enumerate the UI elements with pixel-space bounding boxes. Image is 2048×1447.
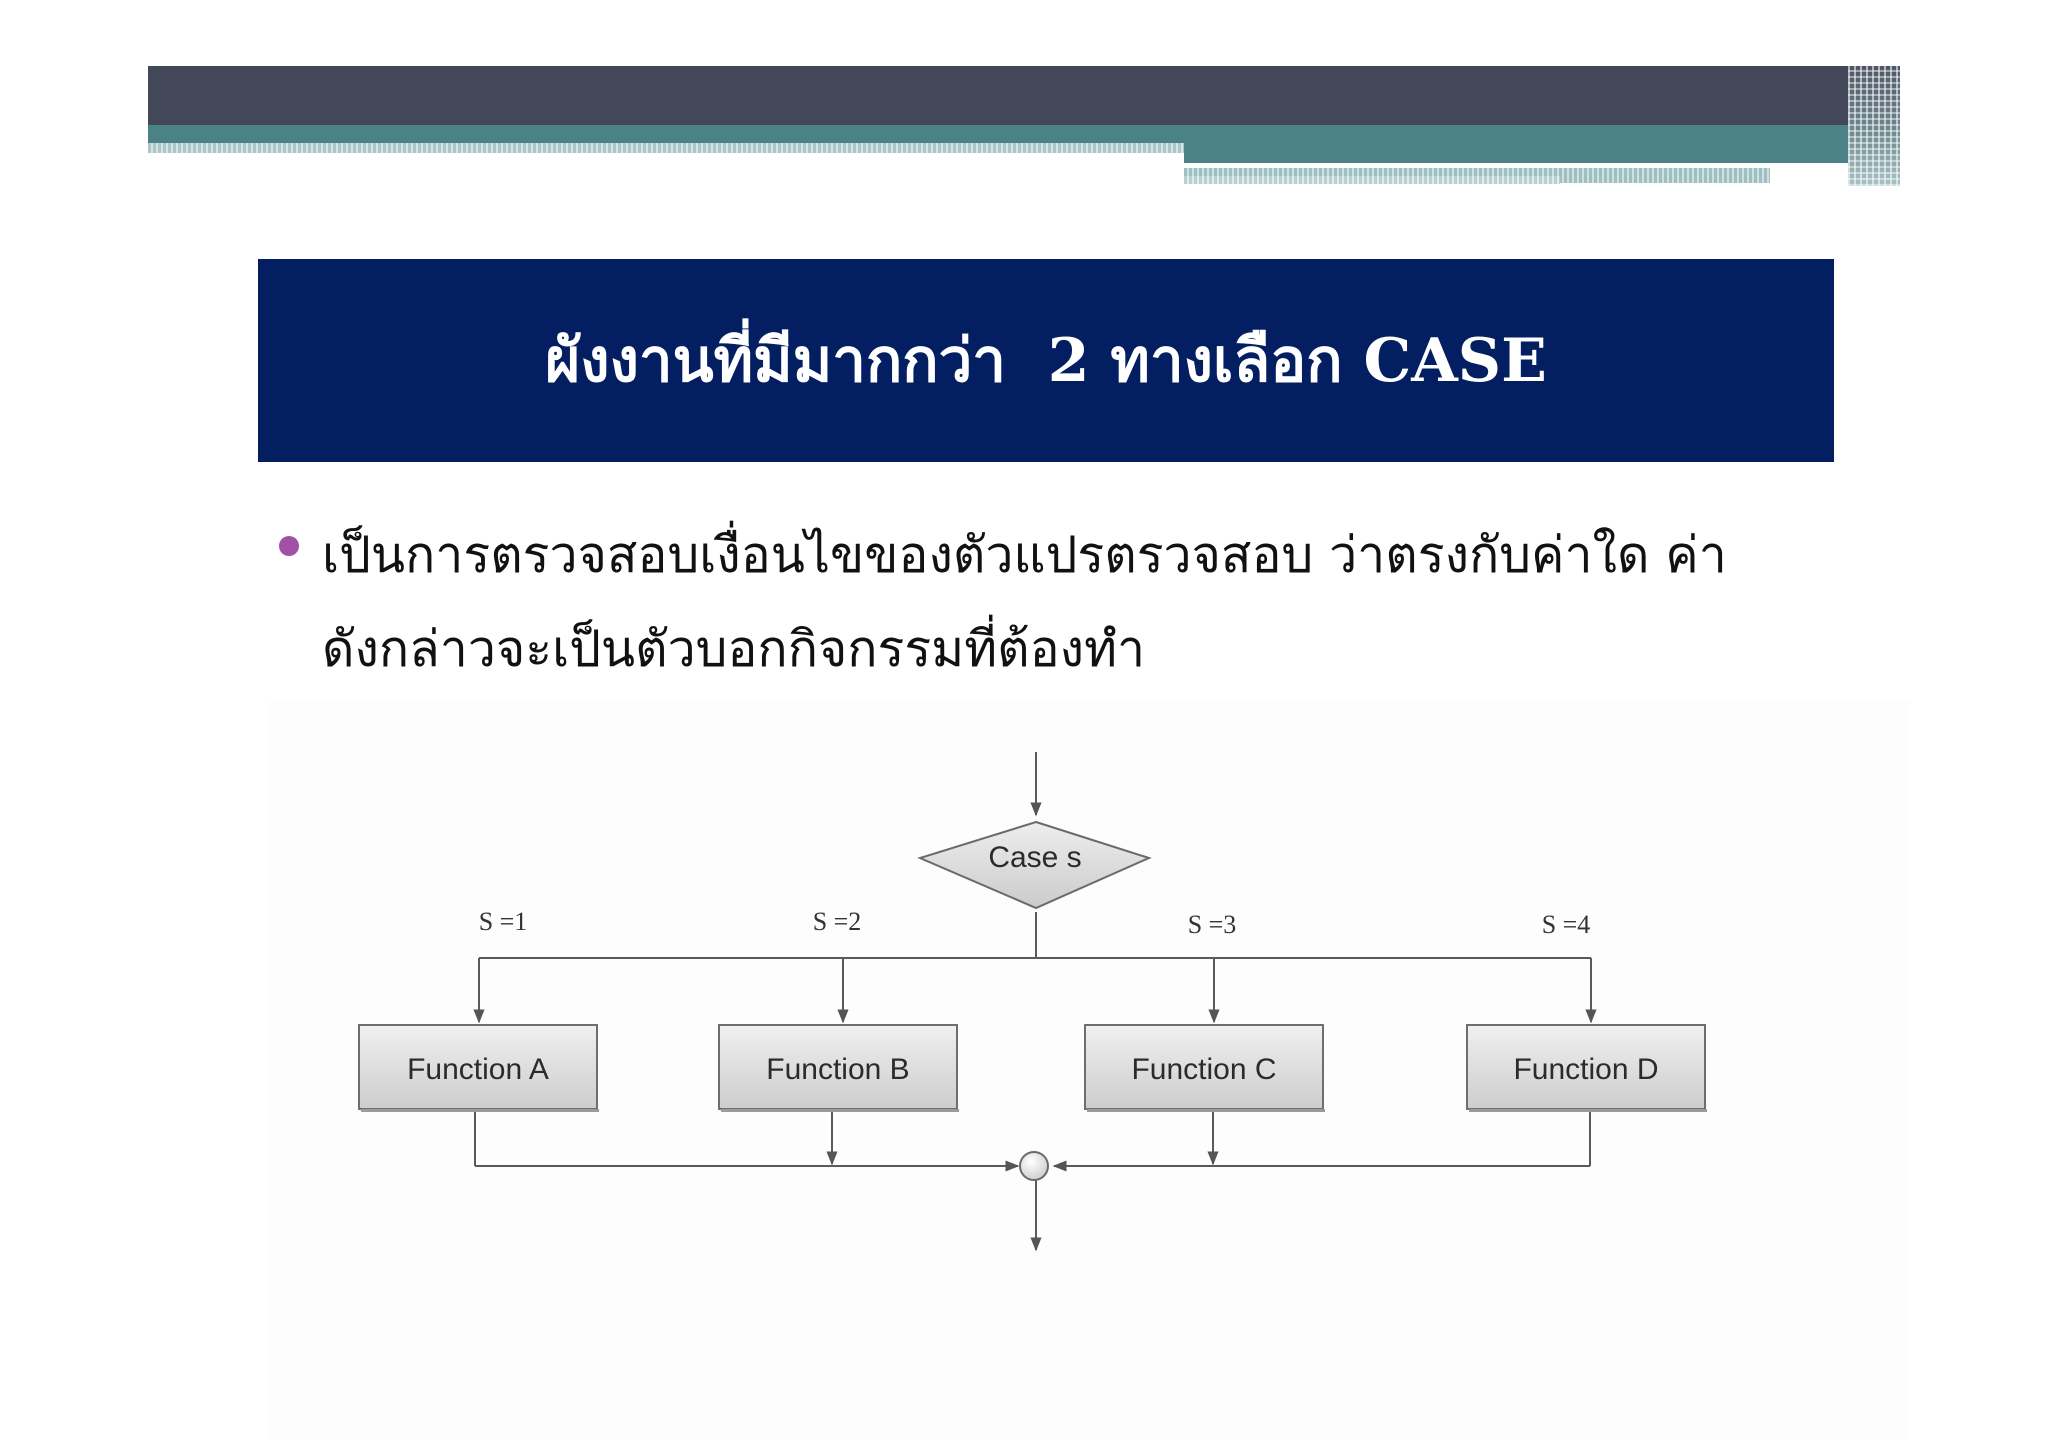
header-stripe-right-lower [1184,176,1560,184]
header-stripe-right [1184,143,1900,163]
condition-label-2: S =2 [813,907,862,936]
merge-connector [1019,1151,1049,1181]
header-grid-ornament [1848,66,1900,186]
title-banner: ผังงานที่มีมากกว่า 2 ทางเลือก CASE [258,259,1834,462]
function-label-c: Function C [1131,1053,1276,1086]
condition-label-1: S =1 [479,907,528,936]
bullet-text-line-1: เป็นการตรวจสอบเงื่อนไขของตัวแปรตรวจสอบ ว… [322,526,1727,584]
condition-label-4: S =4 [1542,910,1591,939]
function-label-a: Function A [407,1053,549,1086]
decision-diamond [917,820,1152,910]
header-teal-band [148,125,1900,143]
function-box-c: Function C [1084,1024,1325,1112]
header-stripe-divider [1184,163,1770,168]
decision-label: Case s [988,841,1081,874]
function-box-a: Function A [358,1024,599,1112]
function-box-d: Function D [1466,1024,1707,1112]
condition-label-3: S =3 [1188,910,1237,939]
slide-title: ผังงานที่มีมากกว่า 2 ทางเลือก CASE [545,326,1547,396]
function-label-d: Function D [1513,1053,1658,1086]
header-band [148,66,1900,125]
function-label-b: Function B [766,1053,909,1086]
header-stripe-left [148,143,1184,153]
function-box-b: Function B [718,1024,959,1112]
bullet-text-line-2: ดังกล่าวจะเป็นตัวบอกกิจกรรมที่ต้องทำ [322,620,1146,678]
bullet-icon [279,536,299,556]
